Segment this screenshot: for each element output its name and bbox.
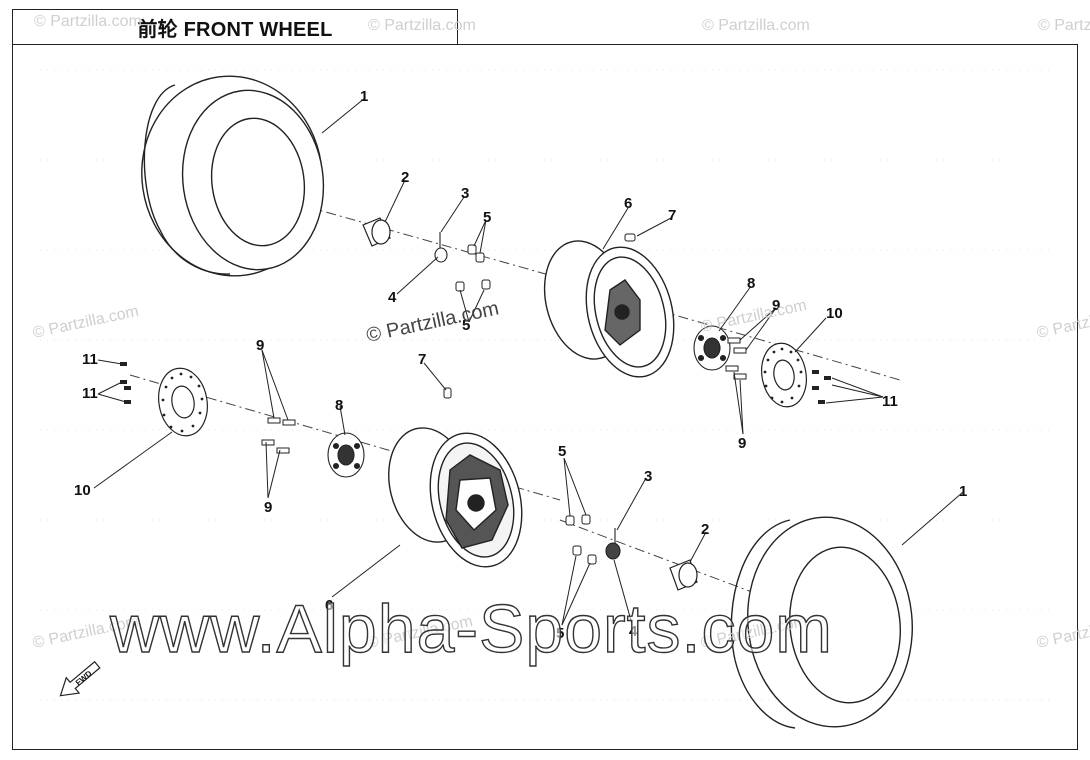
callout-studs-upper-b: 9 [738,435,746,452]
callout-lug-lower-a: 5 [558,443,566,460]
callout-tire-upper: 1 [360,88,368,105]
tire-lower [730,516,913,729]
callout-bolts-lower-b: 11 [82,385,98,402]
callout-cap-upper: 2 [401,169,409,186]
tire-upper [141,75,325,277]
callout-valve-lower: 7 [418,351,426,368]
callout-valve-upper: 7 [668,207,676,224]
lug-nuts-lower [565,514,597,565]
rim-upper [543,240,675,378]
callout-lug-upper-a: 5 [483,209,491,226]
callout-studs-upper-a: 9 [772,297,780,314]
callout-studs-lower-b: 9 [264,499,272,516]
callout-rim-upper: 6 [624,195,632,212]
hub-cap-lower [669,559,698,591]
axle-nut-lower [605,528,621,560]
watermark-top-right: © Partzilla.com [702,17,810,34]
forward-arrow-icon: FWD [59,660,101,697]
callout-bolts-lower-a: 11 [82,351,98,368]
callout-hub-lower: 8 [335,397,343,414]
brake-disc-upper [761,342,807,408]
callout-lug-upper-b: 5 [462,317,470,334]
watermark-mid-far: © Partzilla.com [1035,303,1090,342]
watermark-top-mid: © Partzilla.com [368,17,476,34]
watermark-top-left: © Partzilla.com [34,13,142,30]
valve-stem-upper [624,233,636,242]
callout-lug-lower-b: 5 [556,625,564,642]
callout-disc-lower: 10 [74,482,91,499]
callout-hub-upper: 8 [747,275,755,292]
callout-bolts-upper: 11 [882,393,898,410]
disc-bolts-lower [120,362,131,404]
rim-lower [388,427,523,568]
callout-tire-lower: 1 [959,483,967,500]
brake-disc-lower [158,367,208,437]
callout-axle-nut-lower: 4 [629,623,638,640]
wheel-studs-upper [725,337,747,380]
valve-stem-lower [443,387,452,399]
diagram-title-box: 前轮 FRONT WHEEL [12,9,458,45]
watermark-bot-far: © Partzilla.com [1035,613,1090,652]
callout-nut-shaft-lower: 3 [644,468,652,485]
disc-bolts-upper [812,370,831,404]
axle-nut-upper [434,232,448,263]
callout-axle-nut-upper: 4 [388,289,397,306]
callout-nut-shaft-upper: 3 [461,185,469,202]
wheel-hub-lower [327,432,365,478]
callout-labels: 1 2 3 4 5 5 6 7 8 9 9 10 11 11 11 9 9 8 … [74,88,967,642]
watermark-top-far: © Partzilla.com [1038,17,1090,34]
callout-cap-lower: 2 [701,521,709,538]
alpha-sports-watermark: www.Alpha-Sports.com [109,591,833,667]
lug-nuts-upper [455,244,491,292]
watermark-mid-left: © Partzilla.com [31,303,140,342]
wheel-studs-lower [261,417,296,454]
diagram-title: 前轮 FRONT WHEEL [137,18,333,41]
hub-cap-upper [362,217,391,247]
watermark-center: © Partzilla.com [364,297,500,347]
callout-disc-upper: 10 [826,305,843,322]
leader-lines [93,97,964,626]
callout-rim-lower: 6 [325,597,333,614]
wheel-hub-upper [693,325,731,371]
watermark-mid-right: © Partzilla.com [699,297,808,336]
callout-studs-lower-a: 9 [256,337,264,354]
diagram-frame [12,44,1078,750]
